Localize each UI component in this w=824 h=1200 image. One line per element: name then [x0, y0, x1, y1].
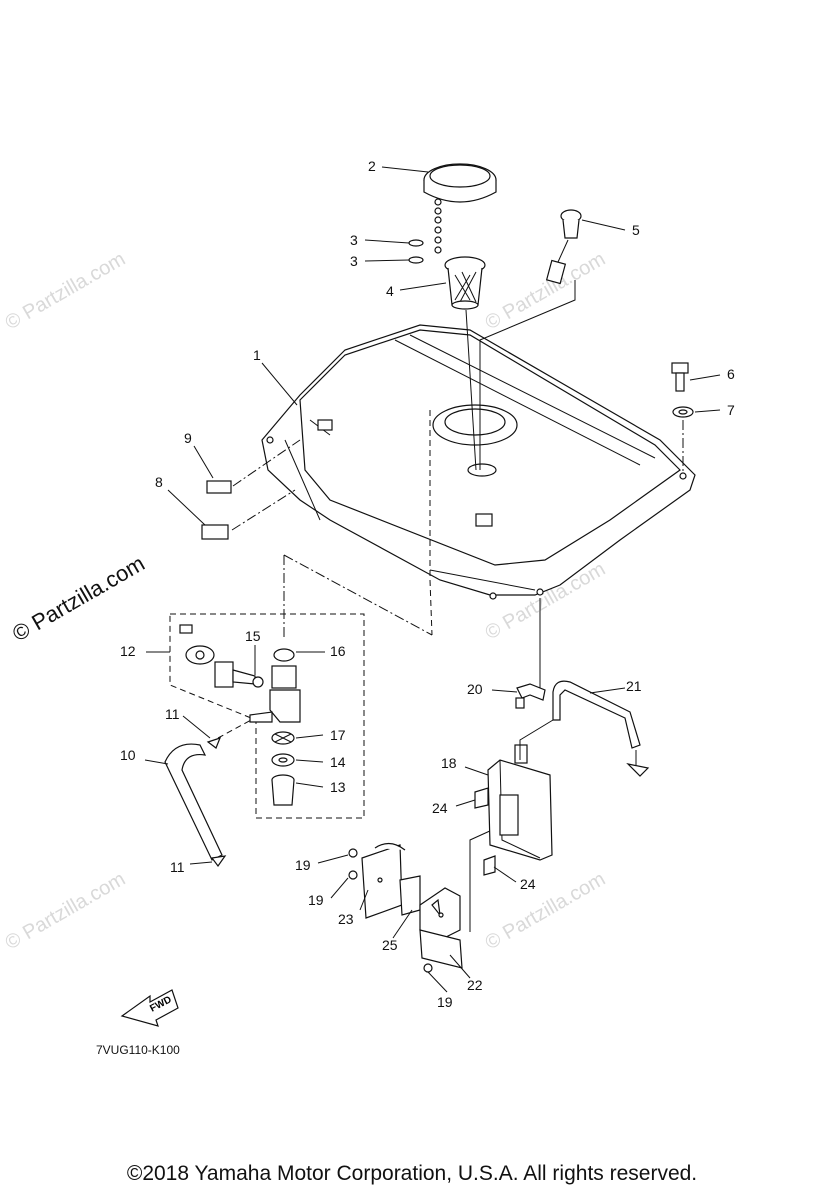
- callout-11: 11: [165, 706, 180, 722]
- callout-8: 8: [155, 474, 163, 490]
- watermark-faint: © Partzilla.com: [2, 868, 130, 954]
- callout-21: 21: [626, 678, 642, 694]
- fwd-arrow-icon: FWD: [120, 989, 179, 1027]
- callout-19: 19: [295, 857, 311, 873]
- callout-24: 24: [520, 876, 536, 892]
- callout-9: 9: [184, 430, 192, 446]
- watermark-faint: © Partzilla.com: [482, 868, 610, 954]
- callout-5: 5: [632, 222, 640, 238]
- watermark-faint: © Partzilla.com: [482, 248, 610, 334]
- fuel-hose: [164, 737, 227, 868]
- callout-15: 15: [245, 628, 261, 644]
- callout-23: 23: [338, 911, 354, 927]
- callout-12: 12: [120, 643, 136, 659]
- callout-19: 19: [437, 994, 453, 1010]
- callout-11: 11: [170, 859, 185, 875]
- assembly-lines: [217, 280, 684, 932]
- copyright-text: ©2018 Yamaha Motor Corporation, U.S.A. A…: [126, 1162, 698, 1185]
- fuel-gauge: [545, 209, 582, 285]
- fuel-cock-assembly: [169, 613, 365, 819]
- callout-17: 17: [330, 727, 346, 743]
- parts-diagram: © Partzilla.com © Partzilla.com © Partzi…: [2, 158, 736, 1057]
- fuel-cap: [423, 163, 497, 254]
- callout-19: 19: [308, 892, 324, 908]
- callout-16: 16: [330, 643, 346, 659]
- bolt-and-washer: [671, 362, 694, 418]
- callout-18: 18: [441, 755, 457, 771]
- watermark-main: © Partzilla.com: [8, 551, 149, 647]
- callout-13: 13: [330, 779, 346, 795]
- callout-3: 3: [350, 253, 358, 269]
- callout-3: 3: [350, 232, 358, 248]
- charcoal-canister: [474, 744, 553, 876]
- callout-20: 20: [467, 681, 483, 697]
- callout-7: 7: [727, 402, 735, 418]
- washers: [408, 239, 424, 264]
- callout-22: 22: [467, 977, 483, 993]
- callout-2: 2: [368, 158, 376, 174]
- callout-6: 6: [727, 366, 735, 382]
- fuel-tank: [261, 324, 696, 600]
- watermark-faint: © Partzilla.com: [2, 248, 130, 334]
- callout-14: 14: [330, 754, 346, 770]
- fuel-strainer: [444, 256, 486, 310]
- callout-4: 4: [386, 283, 394, 299]
- damper-9: [206, 480, 232, 494]
- callout-10: 10: [120, 747, 136, 763]
- callout-1: 1: [253, 347, 261, 363]
- breather-hoses: [515, 680, 650, 777]
- brackets: [348, 842, 463, 973]
- diagram-code: 7VUG110-K100: [96, 1043, 180, 1057]
- callout-labels: 2 3 3 4 5 6 7 1 9 8 12 15 16 11 10 17 14…: [120, 158, 735, 1010]
- callout-leaders: [144, 166, 721, 993]
- callout-24: 24: [432, 800, 448, 816]
- callout-25: 25: [382, 937, 398, 953]
- damper-8: [201, 524, 229, 540]
